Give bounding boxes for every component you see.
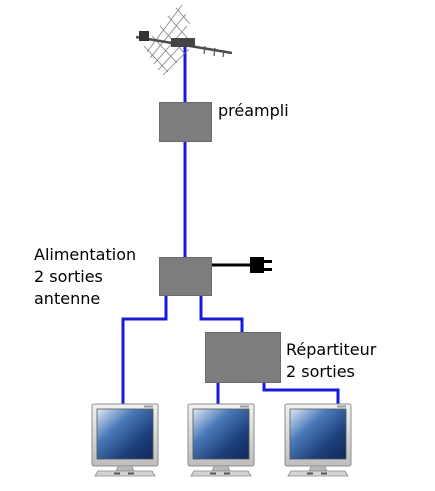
cable-alimentation-to-monitor-left [121, 293, 168, 414]
cable-alimentation-to-repartiteur [199, 293, 244, 335]
repartiteur-label-line-2: 2 sorties [286, 362, 355, 381]
alimentation-box [159, 257, 212, 296]
preampli-box [159, 102, 212, 142]
power-plug-icon [212, 257, 272, 273]
cable-repartiteur-to-monitor-right [262, 380, 340, 414]
repartiteur-box [205, 332, 281, 383]
alimentation-label-line-2: 2 sorties [34, 267, 103, 286]
alimentation-label-line-3: antenne [34, 289, 101, 308]
monitor-icon [91, 403, 159, 477]
antenna-icon [135, 4, 233, 76]
monitor-icon [187, 403, 255, 477]
preampli-label: préampli [218, 101, 289, 120]
repartiteur-label-line-1: Répartiteur [286, 340, 377, 359]
coax-cables [121, 43, 340, 414]
alimentation-label-line-1: Alimentation [34, 245, 137, 264]
monitor-icon [284, 403, 352, 477]
